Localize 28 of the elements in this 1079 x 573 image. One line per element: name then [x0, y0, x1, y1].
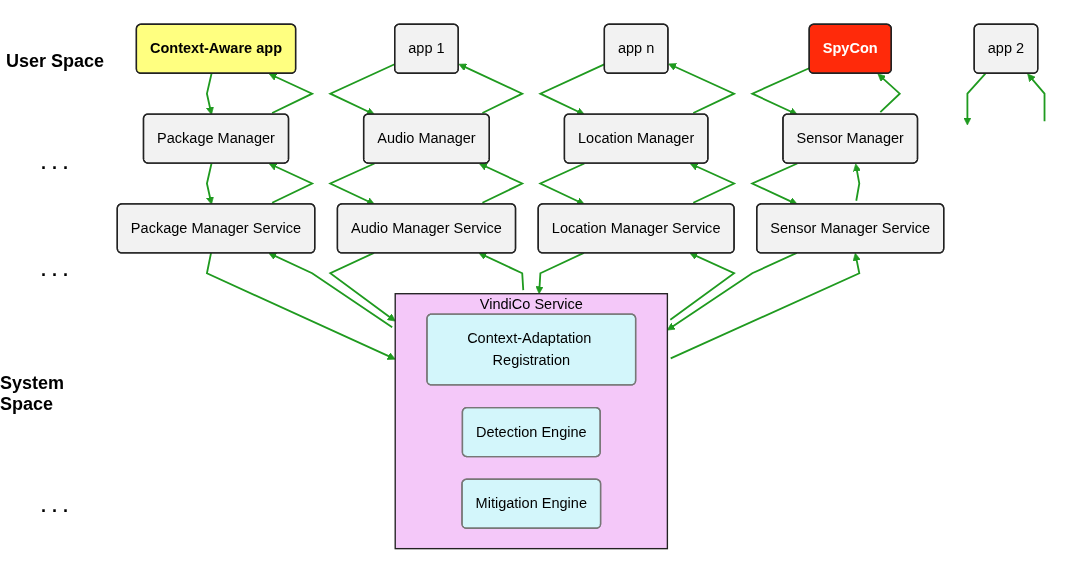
arrow	[668, 63, 737, 114]
arrow	[690, 163, 737, 204]
arrow	[669, 252, 861, 360]
side-label: · · ·	[41, 158, 69, 180]
arrow	[538, 162, 586, 205]
arrow	[479, 163, 525, 204]
arrow	[206, 72, 214, 115]
arrow	[268, 163, 315, 204]
arrow	[669, 252, 736, 321]
arrow	[667, 252, 798, 331]
arrow	[206, 162, 214, 205]
arrow	[268, 252, 394, 329]
arrow	[963, 72, 987, 126]
arrow	[328, 162, 376, 205]
arrow	[877, 73, 902, 113]
arrow	[458, 63, 525, 114]
arrow	[750, 162, 799, 205]
side-label: · · ·	[41, 500, 69, 522]
arrow	[1027, 73, 1046, 123]
arrow	[205, 252, 396, 360]
arrow	[478, 252, 525, 292]
side-label: System Space	[0, 372, 66, 415]
arrow	[535, 252, 585, 295]
side-label: User Space	[5, 51, 105, 73]
arrow	[853, 163, 861, 202]
arrow	[328, 252, 396, 322]
arrow	[268, 73, 315, 114]
side-label: · · ·	[41, 265, 69, 287]
